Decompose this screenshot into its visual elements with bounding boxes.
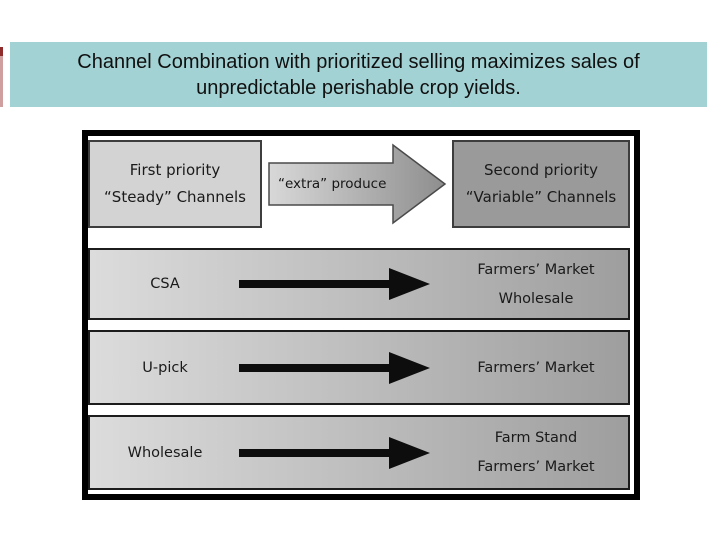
flow-source-label: U-pick bbox=[142, 359, 188, 376]
flow-dest-label: Farmers’ Market bbox=[477, 261, 595, 278]
extra-produce-arrow: “extra” produce bbox=[268, 143, 448, 225]
flow-row-upick: U-pick Farmers’ Market bbox=[88, 330, 630, 405]
steady-channels-box: First priority “Steady” Channels bbox=[88, 140, 262, 228]
flow-dest-label: Farm Stand bbox=[494, 430, 578, 446]
steady-channels-title: First priority bbox=[129, 161, 221, 179]
flow-source-label: Wholesale bbox=[127, 444, 203, 461]
extra-produce-arrow-icon bbox=[268, 143, 447, 225]
flow-dest-label: Wholesale bbox=[498, 290, 574, 307]
slide-title: Channel Combination with prioritized sel… bbox=[10, 42, 707, 107]
flow-destinations: Farm Stand Farmers’ Market bbox=[448, 417, 624, 488]
variable-channels-title: Second priority bbox=[483, 161, 599, 179]
channel-flow-diagram: First priority “Steady” Channels “extra”… bbox=[82, 130, 640, 500]
flow-row-wholesale: Wholesale Farm Stand Farmers’ Market bbox=[88, 415, 630, 490]
variable-channels-box: Second priority “Variable” Channels bbox=[452, 140, 630, 228]
flow-row-csa: CSA Farmers’ Market Wholesale bbox=[88, 248, 630, 320]
slide-edge-artifact bbox=[0, 47, 3, 107]
flow-destinations: Farmers’ Market bbox=[448, 332, 624, 403]
steady-channels-subtitle: “Steady” Channels bbox=[104, 188, 246, 206]
flow-arrow-icon bbox=[239, 436, 430, 469]
flow-destinations: Farmers’ Market Wholesale bbox=[448, 250, 624, 318]
flow-arrow-icon bbox=[239, 268, 430, 300]
variable-channels-subtitle: “Variable” Channels bbox=[465, 188, 617, 206]
flow-arrow-icon bbox=[239, 351, 430, 384]
flow-source-label: CSA bbox=[150, 276, 180, 292]
flow-dest-label: Farmers’ Market bbox=[477, 359, 595, 376]
extra-produce-label: “extra” produce bbox=[278, 176, 387, 192]
flow-dest-label: Farmers’ Market bbox=[477, 459, 595, 475]
slide-title-line2: unpredictable perishable crop yields. bbox=[196, 77, 521, 99]
slide-title-line1: Channel Combination with prioritized sel… bbox=[77, 51, 640, 73]
